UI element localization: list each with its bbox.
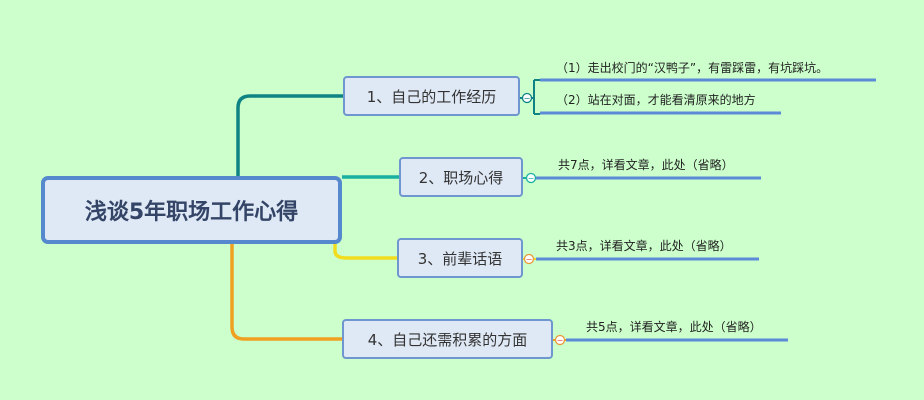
topic-areas-to-improve[interactable]: 4、自己还需积累的方面 [342,319,553,359]
collapse-toggle-branch-4[interactable]: − [554,334,566,346]
subtopic-3-1[interactable]: 共3点，详看文章，此处（省略） [556,239,732,253]
topic-label: 4、自己还需积累的方面 [367,330,528,349]
subtopic-4-1[interactable]: 共5点，详看文章，此处（省略） [586,320,762,334]
connector-branch-4 [230,244,342,341]
connector-branch-1 [236,94,343,176]
svg-text:−: − [557,336,564,345]
subtopic-2-1[interactable]: 共7点，详看文章，此处（省略） [558,158,734,172]
topic-workplace-insights[interactable]: 2、职场心得 [399,157,523,197]
root-topic[interactable]: 浅谈5年职场工作心得 [41,176,342,244]
root-topic-label: 浅谈5年职场工作心得 [84,200,299,225]
topic-label: 3、前辈话语 [417,249,503,268]
svg-text:−: − [524,94,531,103]
topic-label: 1、自己的工作经历 [366,87,497,106]
subtopic-1-2[interactable]: （2）站在对面，才能看清原来的地方 [556,93,756,107]
connector-branch-3 [333,244,397,260]
collapse-toggle-branch-2[interactable]: − [525,172,537,184]
topic-senior-advice[interactable]: 3、前辈话语 [397,238,523,278]
collapse-toggle-branch-3[interactable]: − [523,253,535,265]
topic-label: 2、职场心得 [418,168,504,187]
topic-work-experience[interactable]: 1、自己的工作经历 [343,76,520,116]
collapse-toggle-branch-1[interactable]: − [521,92,533,104]
svg-text:−: − [528,174,535,183]
svg-text:−: − [526,255,533,264]
subtopic-1-1[interactable]: （1）走出校门的“汉鸭子”，有雷踩雷，有坑踩坑。 [556,61,829,75]
